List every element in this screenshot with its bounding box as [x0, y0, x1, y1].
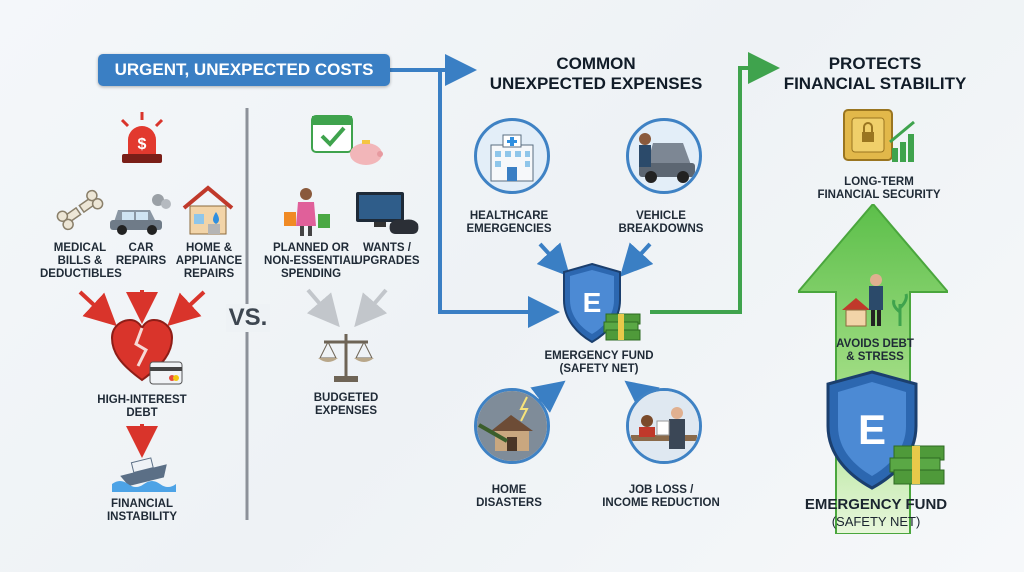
avoids-debt-label: AVOIDS DEBT & STRESS [836, 338, 914, 363]
person-house-icon [842, 274, 908, 327]
svg-text:E: E [583, 287, 602, 318]
high-interest-debt-label: HIGH-INTEREST DEBT [97, 394, 187, 419]
middle-fund-label: EMERGENCY FUND (SAFETY NET) [544, 350, 654, 375]
scales-icon [318, 334, 374, 382]
calendar-check-icon [311, 115, 383, 165]
right-title: PROTECTS FINANCIAL STABILITY [783, 54, 967, 93]
car-hood-icon [639, 133, 695, 183]
vs-label: VS. [226, 304, 270, 332]
medical-bills-label: MEDICAL BILLS & DEDUCTIBLES [40, 242, 122, 280]
tv-gamepad-icon [356, 192, 419, 234]
alarm-siren-icon: $ [120, 112, 164, 163]
svg-text:$: $ [138, 136, 147, 153]
home-disaster-circle [474, 388, 550, 464]
svg-text:E: E [858, 406, 886, 453]
broken-heart-card-icon [110, 318, 183, 385]
growth-arrow [798, 204, 948, 534]
job-loss-circle [626, 388, 702, 464]
right-fund-title: EMERGENCY FUND [804, 496, 948, 513]
planned-spending-label: PLANNED OR NON-ESSENTIAL SPENDING [264, 242, 358, 280]
urgent-costs-banner: URGENT, UNEXPECTED COSTS [98, 54, 390, 86]
house-leak-icon [182, 185, 234, 235]
car-smoke-icon [110, 194, 171, 235]
sinking-boat-icon [112, 457, 176, 492]
middle-title: COMMON UNEXPECTED EXPENSES [489, 54, 703, 93]
shopper-icon [284, 188, 330, 236]
safe-growth-icon [843, 109, 915, 162]
broken-bone-icon [56, 189, 104, 231]
shield-e-icon: E [563, 262, 641, 344]
long-term-security-label: LONG-TERM FINANCIAL SECURITY [817, 176, 941, 201]
right-fund-sub: (SAFETY NET) [831, 514, 921, 529]
office-worker-icon [629, 391, 699, 461]
car-repairs-label: CAR REPAIRS [115, 242, 167, 267]
vehicle-circle [626, 118, 702, 194]
money-stack-icon [603, 313, 641, 341]
wants-upgrades-label: WANTS / UPGRADES [354, 242, 420, 267]
storm-house-icon [477, 391, 547, 461]
right-money-stack-icon [889, 445, 945, 485]
financial-instability-label: FINANCIAL INSTABILITY [106, 498, 178, 523]
home-disasters-label: HOME DISASTERS [476, 484, 542, 509]
job-loss-label: JOB LOSS / INCOME REDUCTION [602, 484, 720, 509]
budgeted-expenses-label: BUDGETED EXPENSES [313, 392, 379, 417]
home-appliance-repairs-label: HOME & APPLIANCE REPAIRS [175, 242, 243, 280]
right-shield-e-icon: E [826, 370, 945, 490]
healthcare-label: HEALTHCARE EMERGENCIES [466, 210, 552, 235]
hospital-icon [490, 134, 534, 182]
healthcare-circle [474, 118, 550, 194]
vehicle-label: VEHICLE BREAKDOWNS [618, 210, 704, 235]
